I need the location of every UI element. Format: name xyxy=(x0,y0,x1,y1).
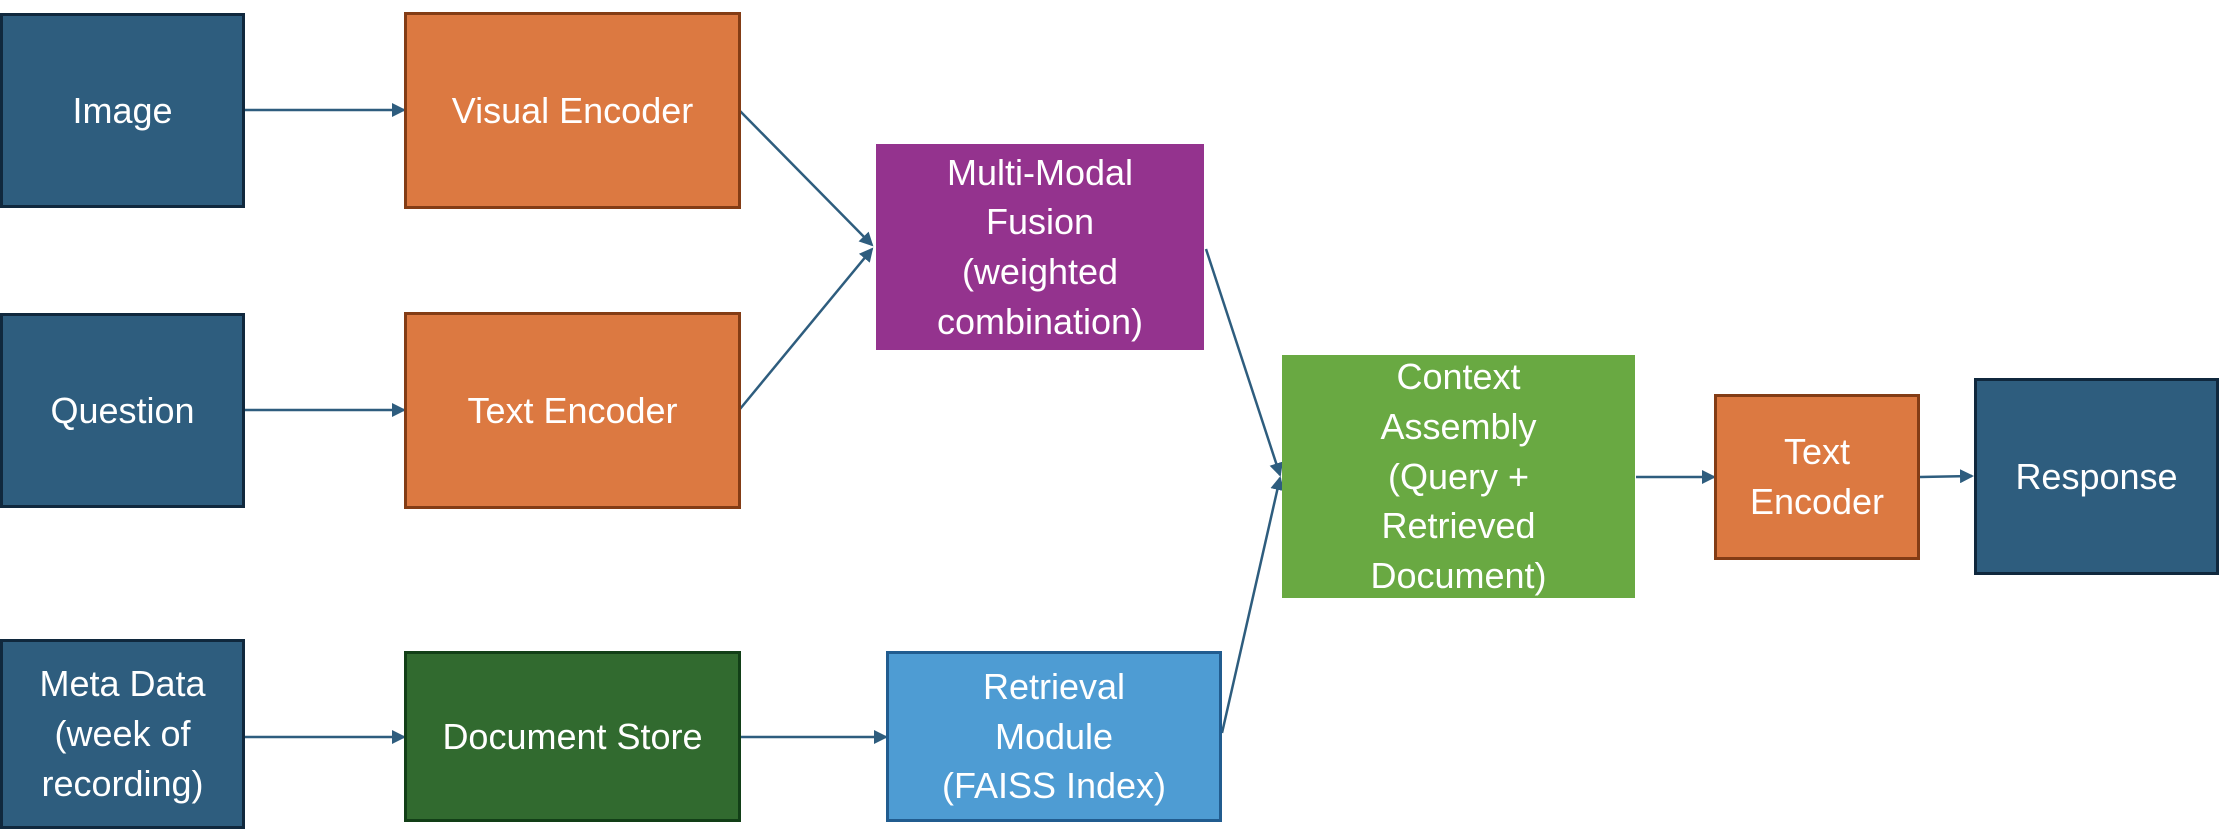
text-encoder-node: Text Encoder xyxy=(404,312,741,509)
edge-text-encoder-to-response xyxy=(1919,469,1974,484)
question-node: Question xyxy=(0,313,245,508)
context-assembly-node: Context Assembly (Query + Retrieved Docu… xyxy=(1282,355,1635,598)
edge-retrieval-to-context xyxy=(1220,476,1285,734)
meta-data-node: Meta Data (week of recording) xyxy=(0,639,245,829)
edge-text-encoder-to-fusion xyxy=(739,247,874,410)
image-node: Image xyxy=(0,13,245,208)
text-encoder-output-node: Text Encoder xyxy=(1714,394,1920,560)
visual-encoder-node: Visual Encoder xyxy=(404,12,741,209)
edge-fusion-to-context xyxy=(1204,248,1283,477)
response-node: Response xyxy=(1974,378,2219,575)
edge-visual-encoder-to-fusion xyxy=(739,110,874,247)
document-store-node: Document Store xyxy=(404,651,741,822)
multi-modal-fusion-node: Multi-Modal Fusion (weighted combination… xyxy=(876,144,1204,350)
retrieval-module-node: Retrieval Module (FAISS Index) xyxy=(886,651,1222,822)
